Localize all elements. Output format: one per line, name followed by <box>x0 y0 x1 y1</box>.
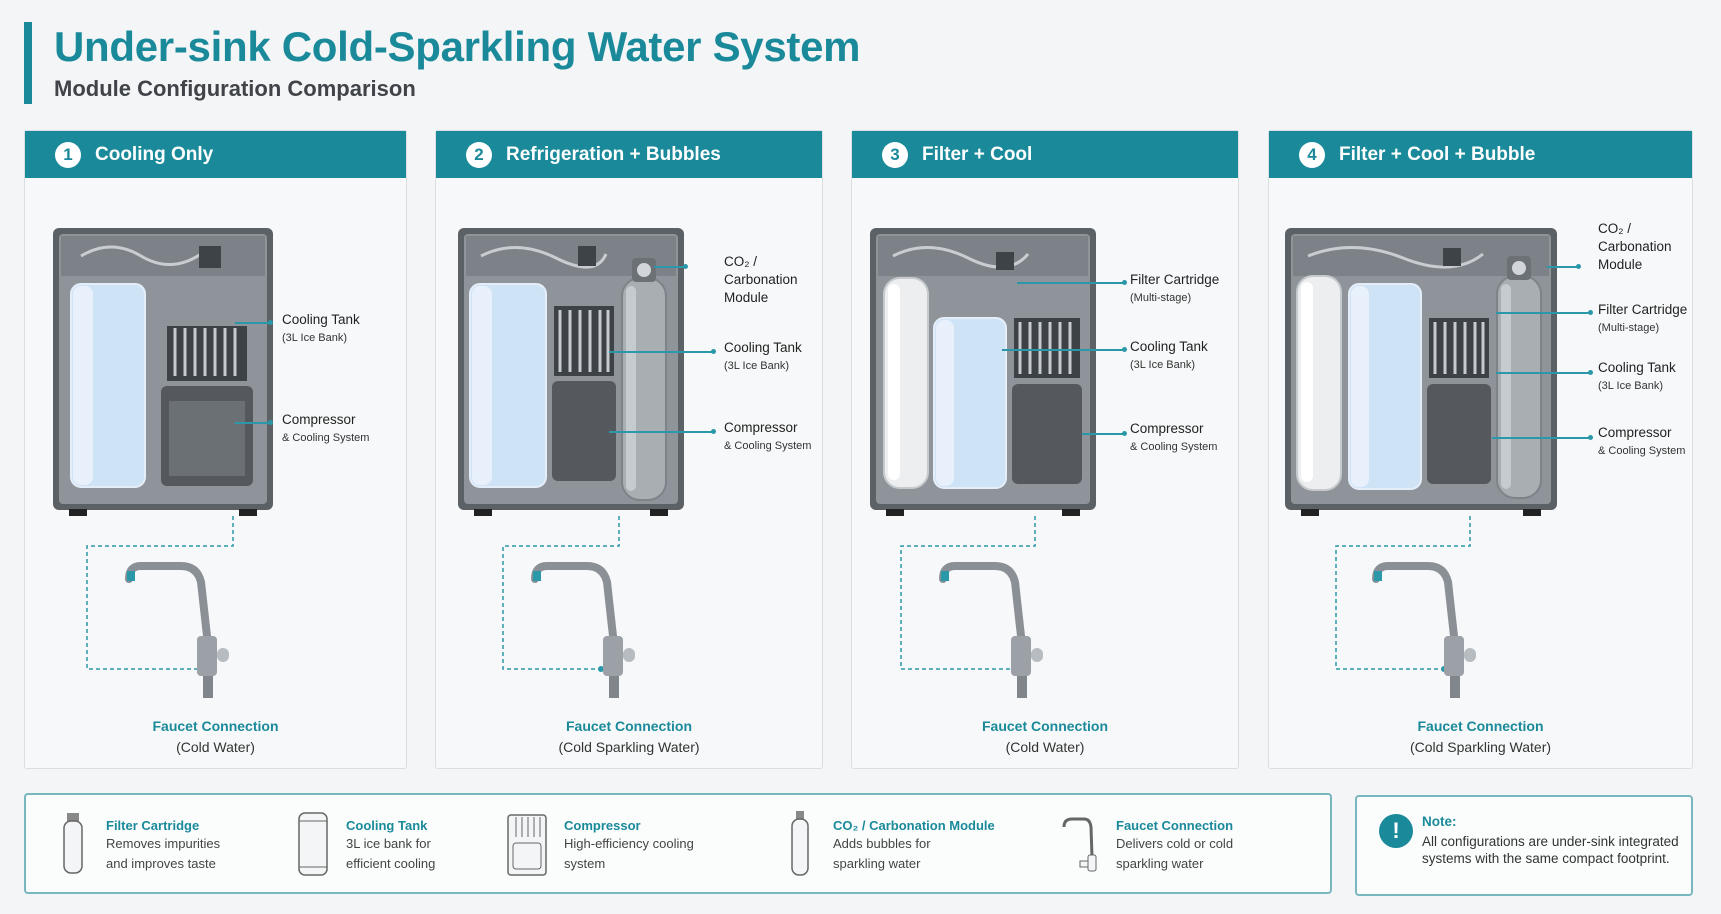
panel-number-badge: 1 <box>55 141 81 168</box>
callout-compressor: Compressor & Cooling System <box>1130 421 1218 453</box>
component-legend: Filter Cartridge Removes impurities and … <box>24 793 1332 894</box>
leader-line <box>609 431 714 433</box>
legend-item-filter-cartridge: Filter Cartridge Removes impurities and … <box>54 809 220 879</box>
leader-line <box>1547 266 1579 268</box>
leader-line <box>609 351 714 353</box>
leader-line <box>1082 433 1125 435</box>
leader-line <box>1496 372 1591 374</box>
panel-title: Refrigeration + Bubbles <box>506 143 721 165</box>
panel-number-badge: 2 <box>466 141 492 168</box>
page-subtitle: Module Configuration Comparison <box>54 76 416 101</box>
panel-title: Cooling Only <box>95 143 214 165</box>
callout-co2-module: CO₂ / Carbonation Module <box>1598 221 1672 272</box>
note-box: ! Note: All configurations are under-sin… <box>1355 795 1693 896</box>
faucet-connection-diagram <box>502 516 635 698</box>
config-panel-4: 4 Filter + Cool + Bubble CO₂ / Carbonati… <box>1268 130 1693 769</box>
faucet-connection-diagram <box>86 516 234 698</box>
leader-line <box>1492 437 1591 439</box>
leader-dot <box>1576 264 1581 269</box>
leader-dot <box>1122 347 1127 352</box>
leader-line <box>1002 349 1125 351</box>
callout-cooling-tank: Cooling Tank (3L Ice Bank) <box>1598 360 1676 392</box>
config-panel-2: 2 Refrigeration + Bubbles CO₂ / Carbonat… <box>435 130 823 769</box>
leader-dot <box>1588 370 1593 375</box>
leader-dot <box>1122 431 1127 436</box>
legend-item-compressor: Compressor High-efficiency cooling syste… <box>504 809 694 879</box>
note-title: Note: <box>1422 814 1457 829</box>
unit-cooling-only <box>53 228 273 516</box>
panel-title: Filter + Cool + Bubble <box>1339 143 1536 165</box>
unit-filter-cool <box>870 228 1096 516</box>
config-panel-3: 3 Filter + Cool Filter Cartridge (Multi-… <box>851 130 1239 769</box>
callout-co2-module: CO₂ / Carbonation Module <box>724 254 798 305</box>
faucet-connection-label: Faucet Connection (Cold Sparkling Water) <box>1409 718 1552 755</box>
page-header: Under-sink Cold-Sparkling Water System M… <box>24 22 861 104</box>
callout-cooling-tank: Cooling Tank (3L Ice Bank) <box>1130 339 1208 371</box>
panel-header: 4 Filter + Cool + Bubble <box>1269 131 1692 178</box>
panel-header: 2 Refrigeration + Bubbles <box>436 131 822 178</box>
panel-header: 1 Cooling Only <box>25 131 406 178</box>
leader-line <box>654 266 686 268</box>
faucet-connection-label: Faucet Connection (Cold Water) <box>981 718 1108 755</box>
config-panel-1: 1 Cooling Only Cooling Tank (3L Ice Bank… <box>24 130 407 769</box>
faucet-connection-label: Faucet Connection (Cold Sparkling Water) <box>558 718 700 755</box>
panel-number-badge: 3 <box>882 141 908 168</box>
leader-line <box>235 322 271 324</box>
callout-compressor: Compressor & Cooling System <box>282 412 370 444</box>
panel-number-badge: 4 <box>1299 141 1325 168</box>
callout-cooling-tank: Cooling Tank (3L Ice Bank) <box>282 312 360 344</box>
note-body: All configurations are under-sink integr… <box>1422 834 1679 866</box>
callout-compressor: Compressor & Cooling System <box>724 420 812 452</box>
page-title: Under-sink Cold-Sparkling Water System <box>54 23 861 70</box>
leader-line <box>235 422 271 424</box>
leader-line <box>1496 312 1591 314</box>
leader-dot <box>1588 310 1593 315</box>
callout-compressor: Compressor & Cooling System <box>1598 425 1686 457</box>
leader-dot <box>683 264 688 269</box>
callout-filter-cartridge: Filter Cartridge (Multi-stage) <box>1598 302 1688 334</box>
legend-item-faucet: Faucet Connection Delivers cold or cold … <box>1056 809 1233 879</box>
exclamation-icon: ! <box>1379 814 1413 848</box>
compressor-icon <box>507 814 547 876</box>
legend-item-co2-module: CO₂ / Carbonation Module Adds bubbles fo… <box>781 809 995 879</box>
leader-dot <box>268 320 273 325</box>
faucet-icon <box>1062 817 1097 872</box>
leader-dot <box>268 420 273 425</box>
leader-line <box>1017 282 1125 284</box>
cooling-tank-icon <box>298 812 328 876</box>
callout-cooling-tank: Cooling Tank (3L Ice Bank) <box>724 340 802 372</box>
co2-cylinder-icon <box>791 811 809 876</box>
leader-dot <box>1588 435 1593 440</box>
faucet-connection-diagram <box>900 516 1043 698</box>
legend-item-cooling-tank: Cooling Tank 3L ice bank for efficient c… <box>294 809 435 879</box>
panel-header: 3 Filter + Cool <box>852 131 1238 178</box>
leader-dot <box>711 349 716 354</box>
faucet-connection-label: Faucet Connection (Cold Water) <box>152 718 279 755</box>
unit-filter-cool-bubble <box>1285 228 1557 516</box>
unit-refrigeration-bubbles <box>458 228 684 516</box>
leader-dot <box>711 429 716 434</box>
filter-cartridge-icon <box>63 813 83 874</box>
panel-title: Filter + Cool <box>922 143 1033 165</box>
callout-filter-cartridge: Filter Cartridge (Multi-stage) <box>1130 272 1220 304</box>
leader-dot <box>1122 280 1127 285</box>
faucet-connection-diagram <box>1335 516 1476 698</box>
